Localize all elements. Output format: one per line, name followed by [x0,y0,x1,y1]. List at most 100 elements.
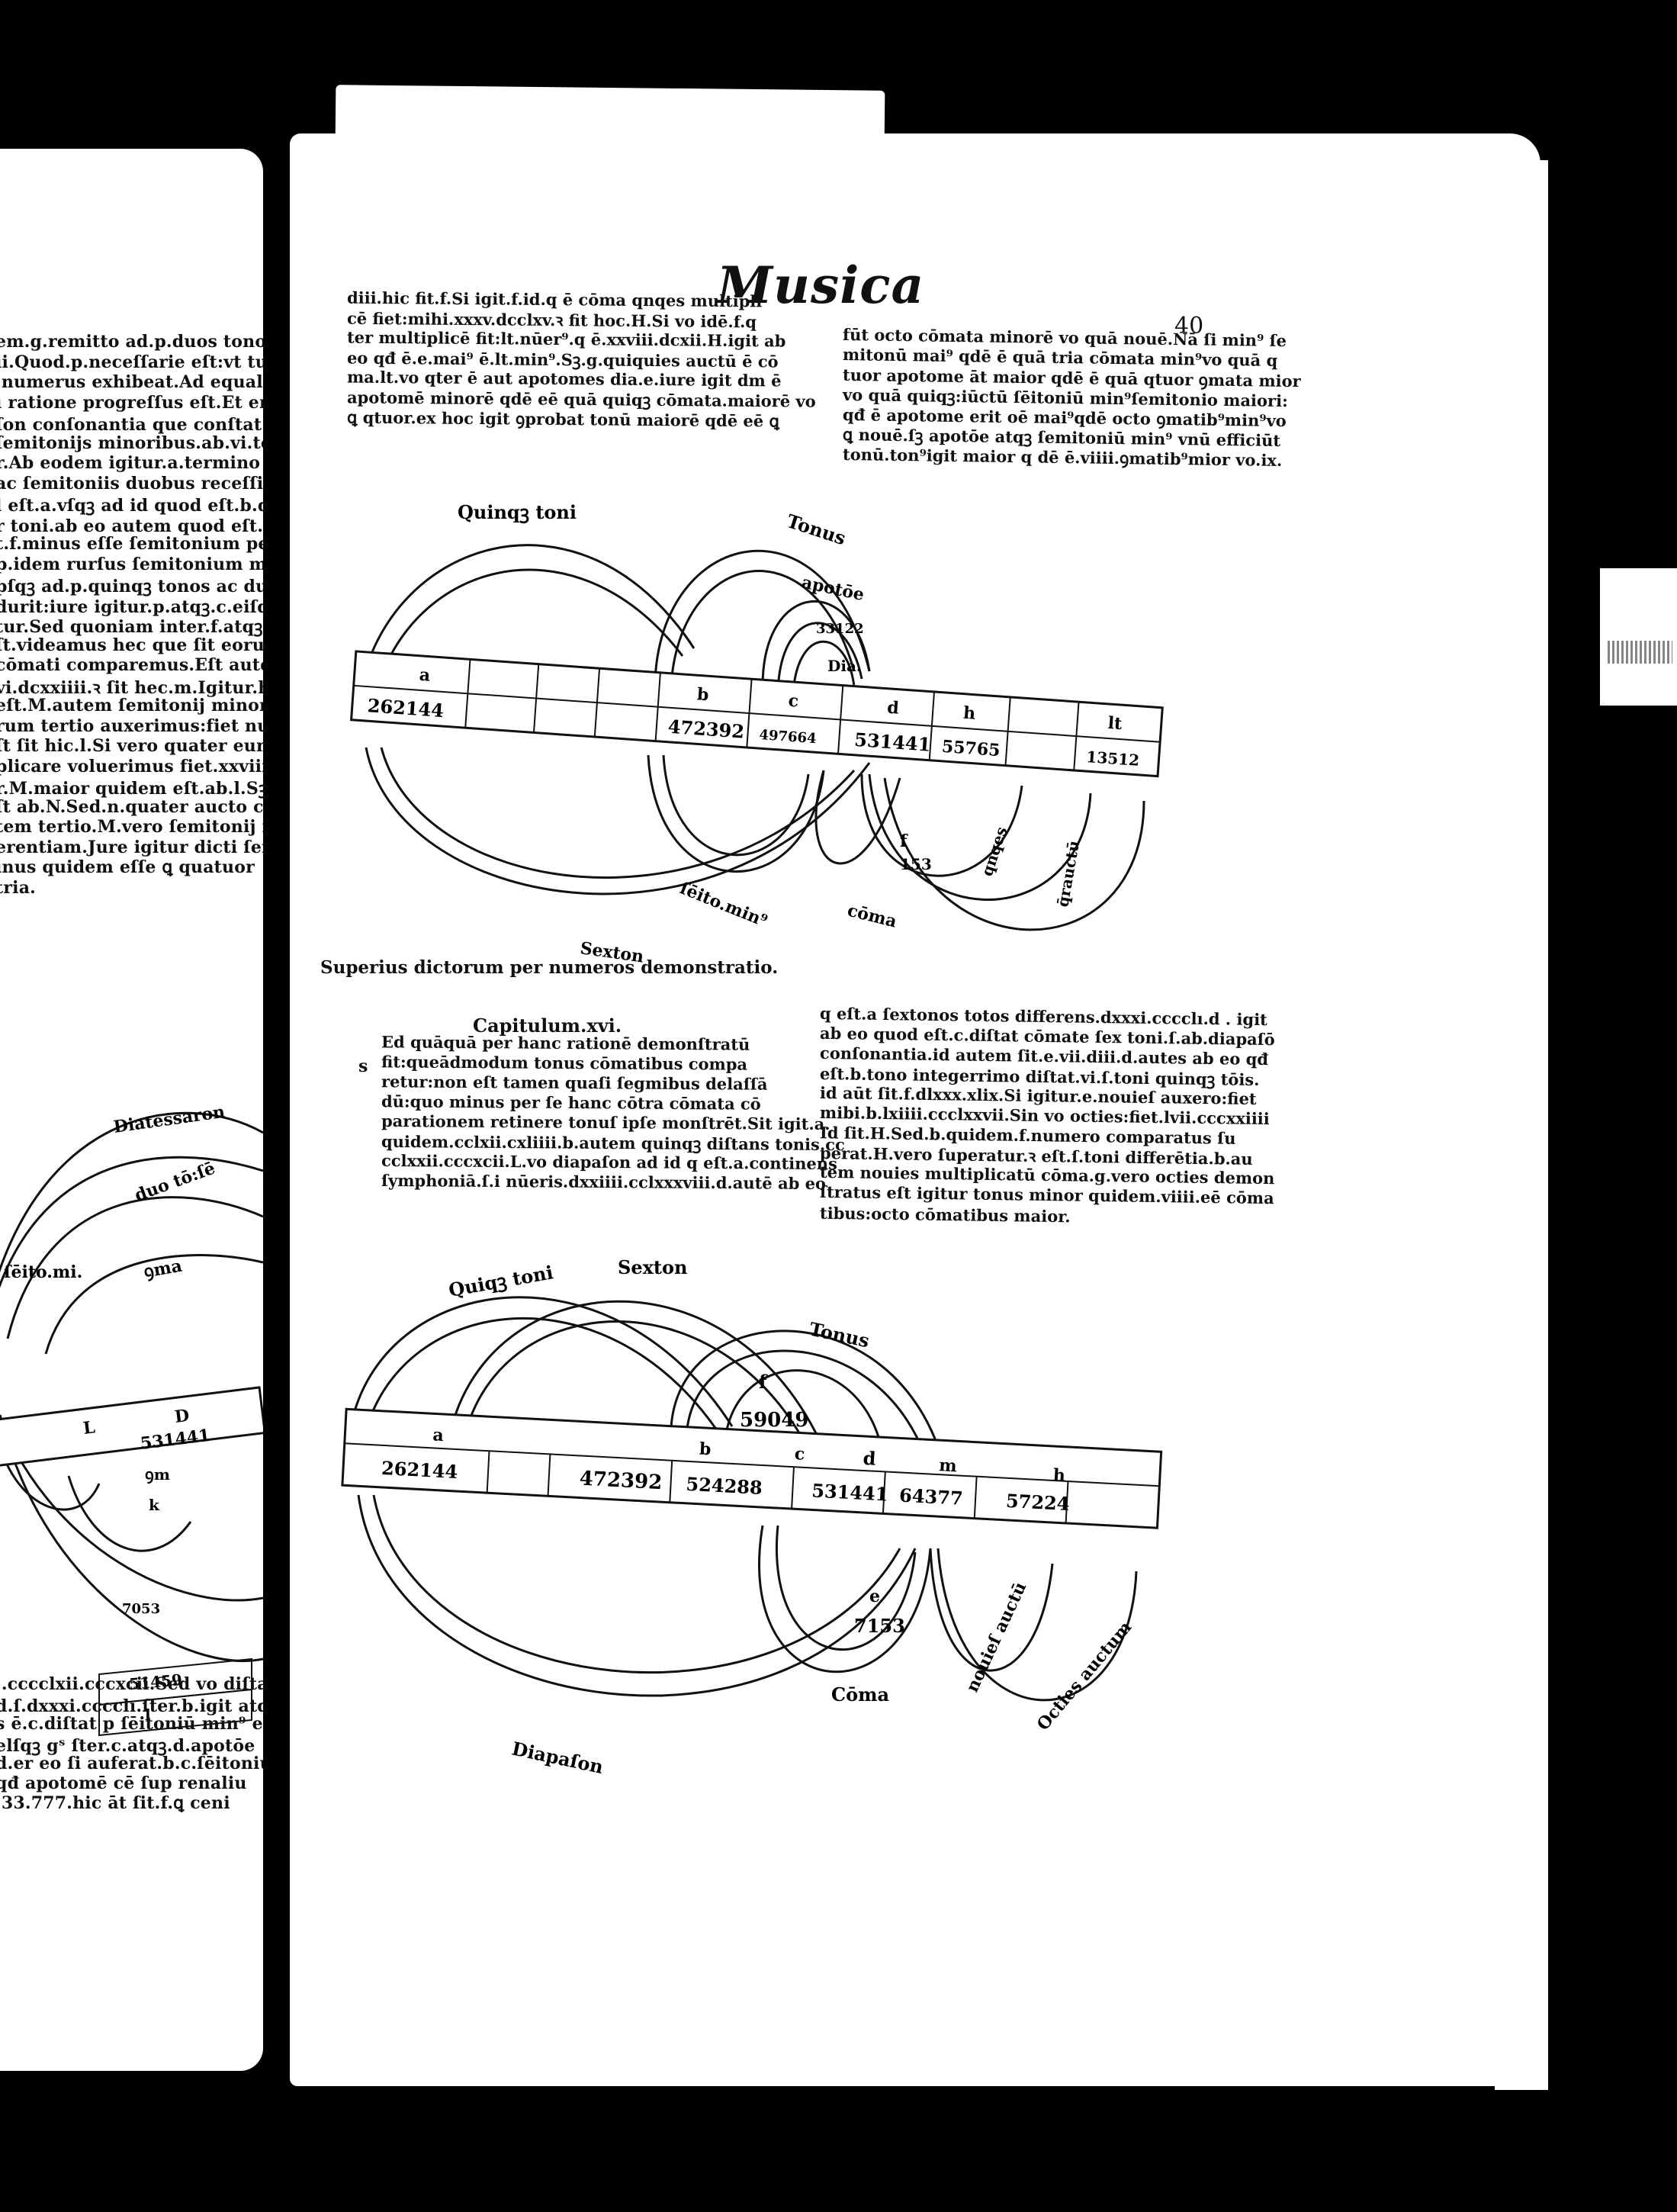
left-text-line: ..cccclxii.cccxcii.Sed vo diſtat [0,1674,263,1694]
cell-label: c [788,691,799,712]
left-diagram-label: duo tō:ſē [132,1159,217,1206]
arc-label: 153 [900,855,932,873]
arc-label: f [759,1371,768,1393]
cell-label: d [886,698,899,719]
arc-label: Diapaſon [510,1738,606,1779]
left-text-line: d.ſ.dxxxi.cccclı.ſter.b.igit atqꝫ [0,1696,263,1716]
arc-label: ſēito.min⁹ [677,878,770,931]
chapter-heading: Capitulum.xvi. [473,1014,622,1037]
cell-value: 497664 [759,727,817,747]
left-text-line: l eſt.a.vſqꝫ ad id quod eſt.b.quinqꝫ [0,496,263,516]
left-page: Diatessaron duo tō:ſē ſēito.mi. ꝯma L D … [0,149,263,2071]
cell-value: 262144 [367,694,445,722]
left-text-line: inus quidem eſſe ꝗ quatuor [0,857,255,877]
left-text-line: r.M.maior quidem eſt.ab.l.Sꝫ minor [0,779,263,799]
text-line: ꝗ qtuor.ex hoc igit ꝯprobat tonū maiorē … [346,407,779,431]
left-text-line: eſt.M.autem ſemitonij minoris.ſ. [0,696,263,715]
left-text-line: ac ſemitoniis duobus receſſit hoc [0,473,263,494]
left-text-line: ſt ſit hic.l.Si vero quater eundem [0,736,263,756]
text-line: cclxxii.cccxcii.L.vo diapaſon ad id q eſ… [381,1150,838,1174]
cell-label: lt [1107,713,1123,734]
arc-label: Quiqꝫ toni [447,1261,555,1302]
left-text-line: qđ apotomē cē ſup renaliu [0,1773,247,1793]
arc-label: 7153 [854,1615,905,1637]
page-edge [1495,160,1548,2090]
left-text-line: plicare voluerimus fiet.xxviii.dcxii. [0,756,263,776]
cell-value: 57224 [1005,1490,1070,1515]
arc-label: Sexton [618,1256,687,1278]
text-line: ter multiplicē fit:lt.nūer⁹.q ē.xxviii.d… [346,327,786,351]
left-diagram-label: ꝯm [145,1465,170,1484]
cell-value: 472392 [667,715,745,743]
arc-label: e [869,1587,880,1606]
arc-label: 33122 [816,621,864,637]
left-diagram-label: Diatessaron [112,1102,226,1137]
arc-label: Tonus [784,510,849,549]
left-text-line: .numerus exhibeat.Ad equalitatem [0,372,263,392]
diagram-2: a 262144 472392 b 524288 c d 531441 m 64… [341,1256,1163,1779]
left-text-line: s ē.c.diſtat p ſēitoniū min⁹ eſt [0,1714,263,1734]
caption: Superius dictorum per numeros demonstrat… [320,957,779,978]
left-text-line: erentiam.Jure igitur dicti ſemitonij [0,837,263,857]
cell-value: 262144 [381,1457,458,1483]
left-diagram-label: 7053 [122,1601,160,1617]
left-text-line: ſon conſonantia que conſtat quinqꝫ [0,415,263,435]
arc-label: nouieſ auctū [962,1579,1030,1695]
arc-label: Cōma [831,1683,889,1706]
left-text-line: r.Ab eodem igitur.a.termino menſura [0,453,263,473]
left-diagram-label: D [174,1406,191,1427]
arc-label: f [900,831,908,851]
left-text-line: ſt ab.N.Sed.n.quater aucto comate [0,796,263,817]
left-text-line: p.idem rurſus ſemitonium minus [0,554,263,574]
cell-value: 531441 [853,728,931,756]
text-line: parationem retinere tonuſ ipſe monſtrēt.… [381,1111,830,1134]
arc-label: 59049 [740,1409,808,1432]
cell-value: 524288 [686,1473,763,1499]
left-text-line: vi.dcxxiiii.ꝛ ſit hec.m.Igitur.h.tonus [0,677,263,698]
text-line: retur:non eſt tamen quaſi ſegmibus delaſ… [381,1072,768,1094]
side-scrap [1600,568,1677,706]
cell-value: 55765 [941,737,1001,760]
text-line: diii.hic fit.f.Si igit.f.id.q ē cōma qnq… [346,288,763,311]
arc-label: Octies auctum [1033,1618,1136,1735]
left-text-line: tria. [0,877,37,898]
text-line: Ed quāquā per hanc rationē demonſtratū [381,1032,750,1054]
left-text-line: tur.Sed quoniam inter.f.atqꝫ.c.eſt [0,617,263,637]
left-diagram-label: l [145,1706,151,1724]
cell-label: b [696,684,709,705]
arc-label: Quinqꝫ toni [458,501,577,524]
left-diagram-label: k [149,1496,160,1514]
text-line: ſymphoniā.ſ.i nūeris.dxxiiii.cclxxxviii.… [381,1170,827,1194]
cell-label: d [863,1447,876,1470]
folio-number: 40 [1174,313,1204,339]
cell-value: 64377 [898,1484,963,1509]
cell-label: a [419,665,431,686]
left-text-line: ſt.videamus hec que ſit eorum differ [0,635,263,655]
cell-value: 472392 [579,1467,663,1494]
arc-label: qnqes [978,825,1010,879]
left-text-line: rum tertio auxerimus:fiet numerus [0,715,263,736]
left-text-line: d.er eo ſi auferat.b.c.ſēitoniū [0,1754,263,1773]
left-text-line: em.g.remitto ad.p.duos tonos.eſt ſe [0,332,263,352]
left-text-line: durit:iure igitur.p.atqꝫ.c.eiſdem menſ [0,596,263,617]
initial-letter: s [358,1056,368,1076]
cell-label: h [1052,1465,1065,1486]
left-text-line: tem tertio.M.vero ſemitonij minoris [0,817,263,837]
text-line: fit:queādmodum tonus cōmatibus compa [381,1052,748,1074]
left-text-line: t.f.minus eſſe ſemitonium perueniet [0,534,263,554]
cell-label: a [432,1425,445,1445]
left-text-line: pſqꝫ ad.p.quinqꝫ tonos ac duo ſemit [0,577,263,596]
cell-label: c [794,1444,805,1464]
right-page [290,133,1540,2086]
left-text-line: .33.777.hic āt ſit.f.ꝗ ceni [0,1793,230,1813]
cell-value: 531441 [811,1479,889,1505]
cell-label: b [699,1439,712,1460]
text-line: dū:quo minus per ſe hanc cōtra cōmata cō [381,1092,761,1114]
cell-label: m [939,1455,958,1476]
left-text-line: ſemitonijs minoribus.ab.vi.tonis [0,432,263,453]
cell-label: h [962,703,976,724]
text-line: tibus:octo cōmatibus maior. [819,1203,1071,1227]
diagram-1: a 262144 b 472392 c 497664 d 531441 h 55… [349,501,1164,967]
arc-label: cōma [846,901,899,932]
left-diagram: Diatessaron duo tō:ſē ſēito.mi. ꝯma L D … [0,1102,263,1737]
